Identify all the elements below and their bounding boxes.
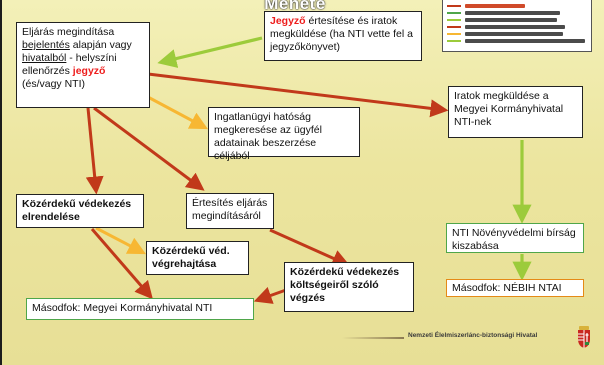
footer-agency-name: Nemzeti Élelmiszerlánc-biztonsági Hivata… [408, 332, 538, 339]
arrow-notice-to-costs [269, 228, 351, 267]
procedure-report-word: bejelentés [22, 39, 70, 51]
box-notary-notification: Jegyző értesítése és iratok megküldése (… [264, 11, 422, 61]
box-protection-execution: Közérdekű véd. végrehajtása [146, 241, 249, 275]
box-public-protection-order: Közérdekű védekezés elrendelése [16, 194, 144, 228]
appeal-county-text: Másodfok: Megyei Kormányhivatal NTI [32, 302, 213, 314]
legend-lightgreen-line [447, 19, 461, 21]
box-appeal-county: Másodfok: Megyei Kormányhivatal NTI [26, 298, 254, 320]
arrow-order-to-execution [95, 226, 146, 255]
hungarian-coat-of-arms-icon [578, 326, 590, 348]
procedure-start-text: - helyszíni [66, 52, 117, 64]
start-notice-text: Értesítés eljárás megindításáról [192, 197, 268, 222]
box-property-authority: Ingatlanügyi hatóság megkeresése az ügyf… [208, 107, 360, 162]
legend-lightgreen-line [447, 40, 461, 42]
cost-decision-text: Közérdekű védekezés költségeiről szóló v… [290, 266, 400, 304]
arrow-costs-to-appeal [253, 286, 287, 304]
procedure-notary-word: jegyző [72, 65, 106, 77]
property-authority-text: Ingatlanügyi hatóság megkeresése az ügyf… [214, 111, 322, 162]
box-send-to-nti: Iratok megküldése a Megyei Kormányhivata… [448, 86, 583, 138]
appeal-nebih-text: Másodfok: NÉBIH NTAI [452, 282, 562, 294]
notary-notification-text: értesítése és iratok megküldése (ha NTI … [270, 15, 413, 53]
legend-blurred-text [465, 4, 525, 8]
legend-red-line [447, 26, 461, 28]
arrow-order-to-appeal [90, 228, 153, 300]
arrow-start-to-property [145, 94, 208, 130]
arrow-start-to-notice [93, 106, 205, 191]
legend-blurred-text [465, 39, 585, 43]
send-to-nti-text: Iratok megküldése a Megyei Kormányhivata… [454, 90, 564, 128]
slide-title: Menete [264, 0, 326, 13]
box-cost-decision: Közérdekű védekezés költségeiről szóló v… [284, 262, 414, 312]
footer-divider [342, 337, 404, 339]
procedure-start-text: (és/vagy NTI) [22, 78, 86, 90]
nti-fine-text: NTI Növényvédelmi bírság kiszabása [452, 227, 576, 252]
arrow-notify-to-start [157, 36, 263, 68]
box-start-notice: Értesítés eljárás megindításáról [186, 193, 274, 229]
notary-notification-highlight: Jegyző [270, 15, 306, 27]
box-procedure-start: Eljárás megindítása bejelentés alapján v… [16, 22, 150, 108]
left-border-rule [0, 0, 2, 365]
legend-blurred-text [465, 18, 557, 22]
legend-blurred-text [465, 25, 565, 29]
procedure-start-text: ellenőrzés [22, 65, 73, 77]
legend-orange-line [447, 33, 461, 35]
legend-red-line [447, 5, 461, 7]
procedure-start-text: Eljárás megindítása [22, 26, 115, 38]
arrow-start-to-nti [147, 72, 449, 118]
legend-green-line [447, 12, 461, 14]
box-nti-fine: NTI Növényvédelmi bírság kiszabása [446, 223, 584, 253]
procedure-official-word: hivatalból [22, 52, 67, 64]
legend-panel [442, 0, 592, 52]
public-protection-order-text: Közérdekű védekezés elrendelése [22, 198, 132, 223]
procedure-start-text: alapján vagy [69, 39, 132, 51]
legend-blurred-text [465, 11, 560, 15]
legend-blurred-text [465, 32, 563, 36]
protection-execution-text: Közérdekű véd. végrehajtása [152, 245, 230, 270]
arrow-start-to-order [85, 107, 104, 195]
box-appeal-nebih: Másodfok: NÉBIH NTAI [446, 279, 584, 297]
